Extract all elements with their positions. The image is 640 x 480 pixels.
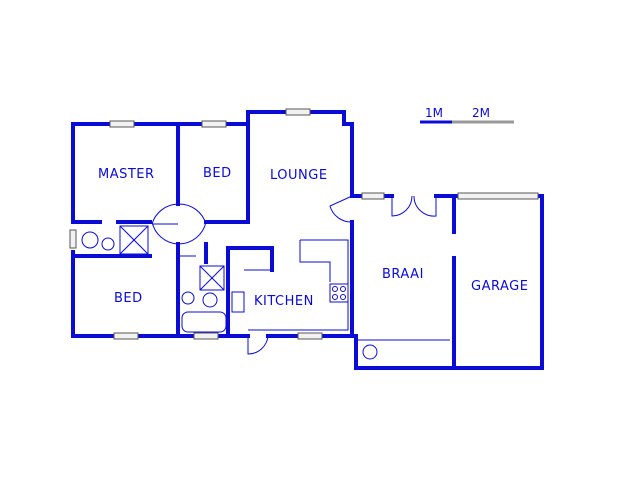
- room-label-garage: GARAGE: [471, 279, 528, 294]
- braai-grill: [362, 344, 378, 360]
- interior-walls: [71, 122, 274, 338]
- shower-ensuite: [119, 225, 149, 255]
- window-bed-top: [201, 120, 227, 128]
- stove: [329, 283, 349, 303]
- scale-bar: 1M 2M: [420, 106, 514, 124]
- room-label-kitchen: KITCHEN: [254, 294, 314, 309]
- window-kitchen: [297, 332, 323, 340]
- window-bed-bottom: [113, 332, 139, 340]
- scale-label-1m: 1M: [425, 106, 443, 120]
- room-label-bed-bottom: BED: [114, 291, 143, 306]
- room-label-master: MASTER: [98, 167, 155, 182]
- window-bathroom: [193, 332, 219, 340]
- toilet-bathroom: [181, 291, 195, 305]
- room-labels: MASTER BED LOUNGE BED KITCHEN BRAAI GARA…: [98, 166, 528, 309]
- toilet-ensuite: [81, 231, 99, 249]
- scale-label-2m: 2M: [472, 106, 490, 120]
- windows: [69, 108, 539, 340]
- window-lounge: [285, 108, 311, 116]
- doors: [151, 195, 437, 355]
- basin-ensuite: [101, 237, 115, 251]
- bathtub: [181, 311, 227, 333]
- fixtures: [81, 225, 450, 360]
- window-ensuite: [69, 229, 77, 249]
- shower-bathroom: [199, 265, 225, 291]
- window-braai: [361, 192, 385, 200]
- garage-door: [457, 192, 539, 200]
- kitchen-sink: [231, 291, 245, 313]
- room-label-bed-top: BED: [203, 166, 232, 181]
- basin-bathroom: [202, 292, 218, 308]
- window-master: [109, 120, 135, 128]
- room-label-lounge: LOUNGE: [270, 168, 328, 183]
- room-label-braai: BRAAI: [382, 267, 424, 282]
